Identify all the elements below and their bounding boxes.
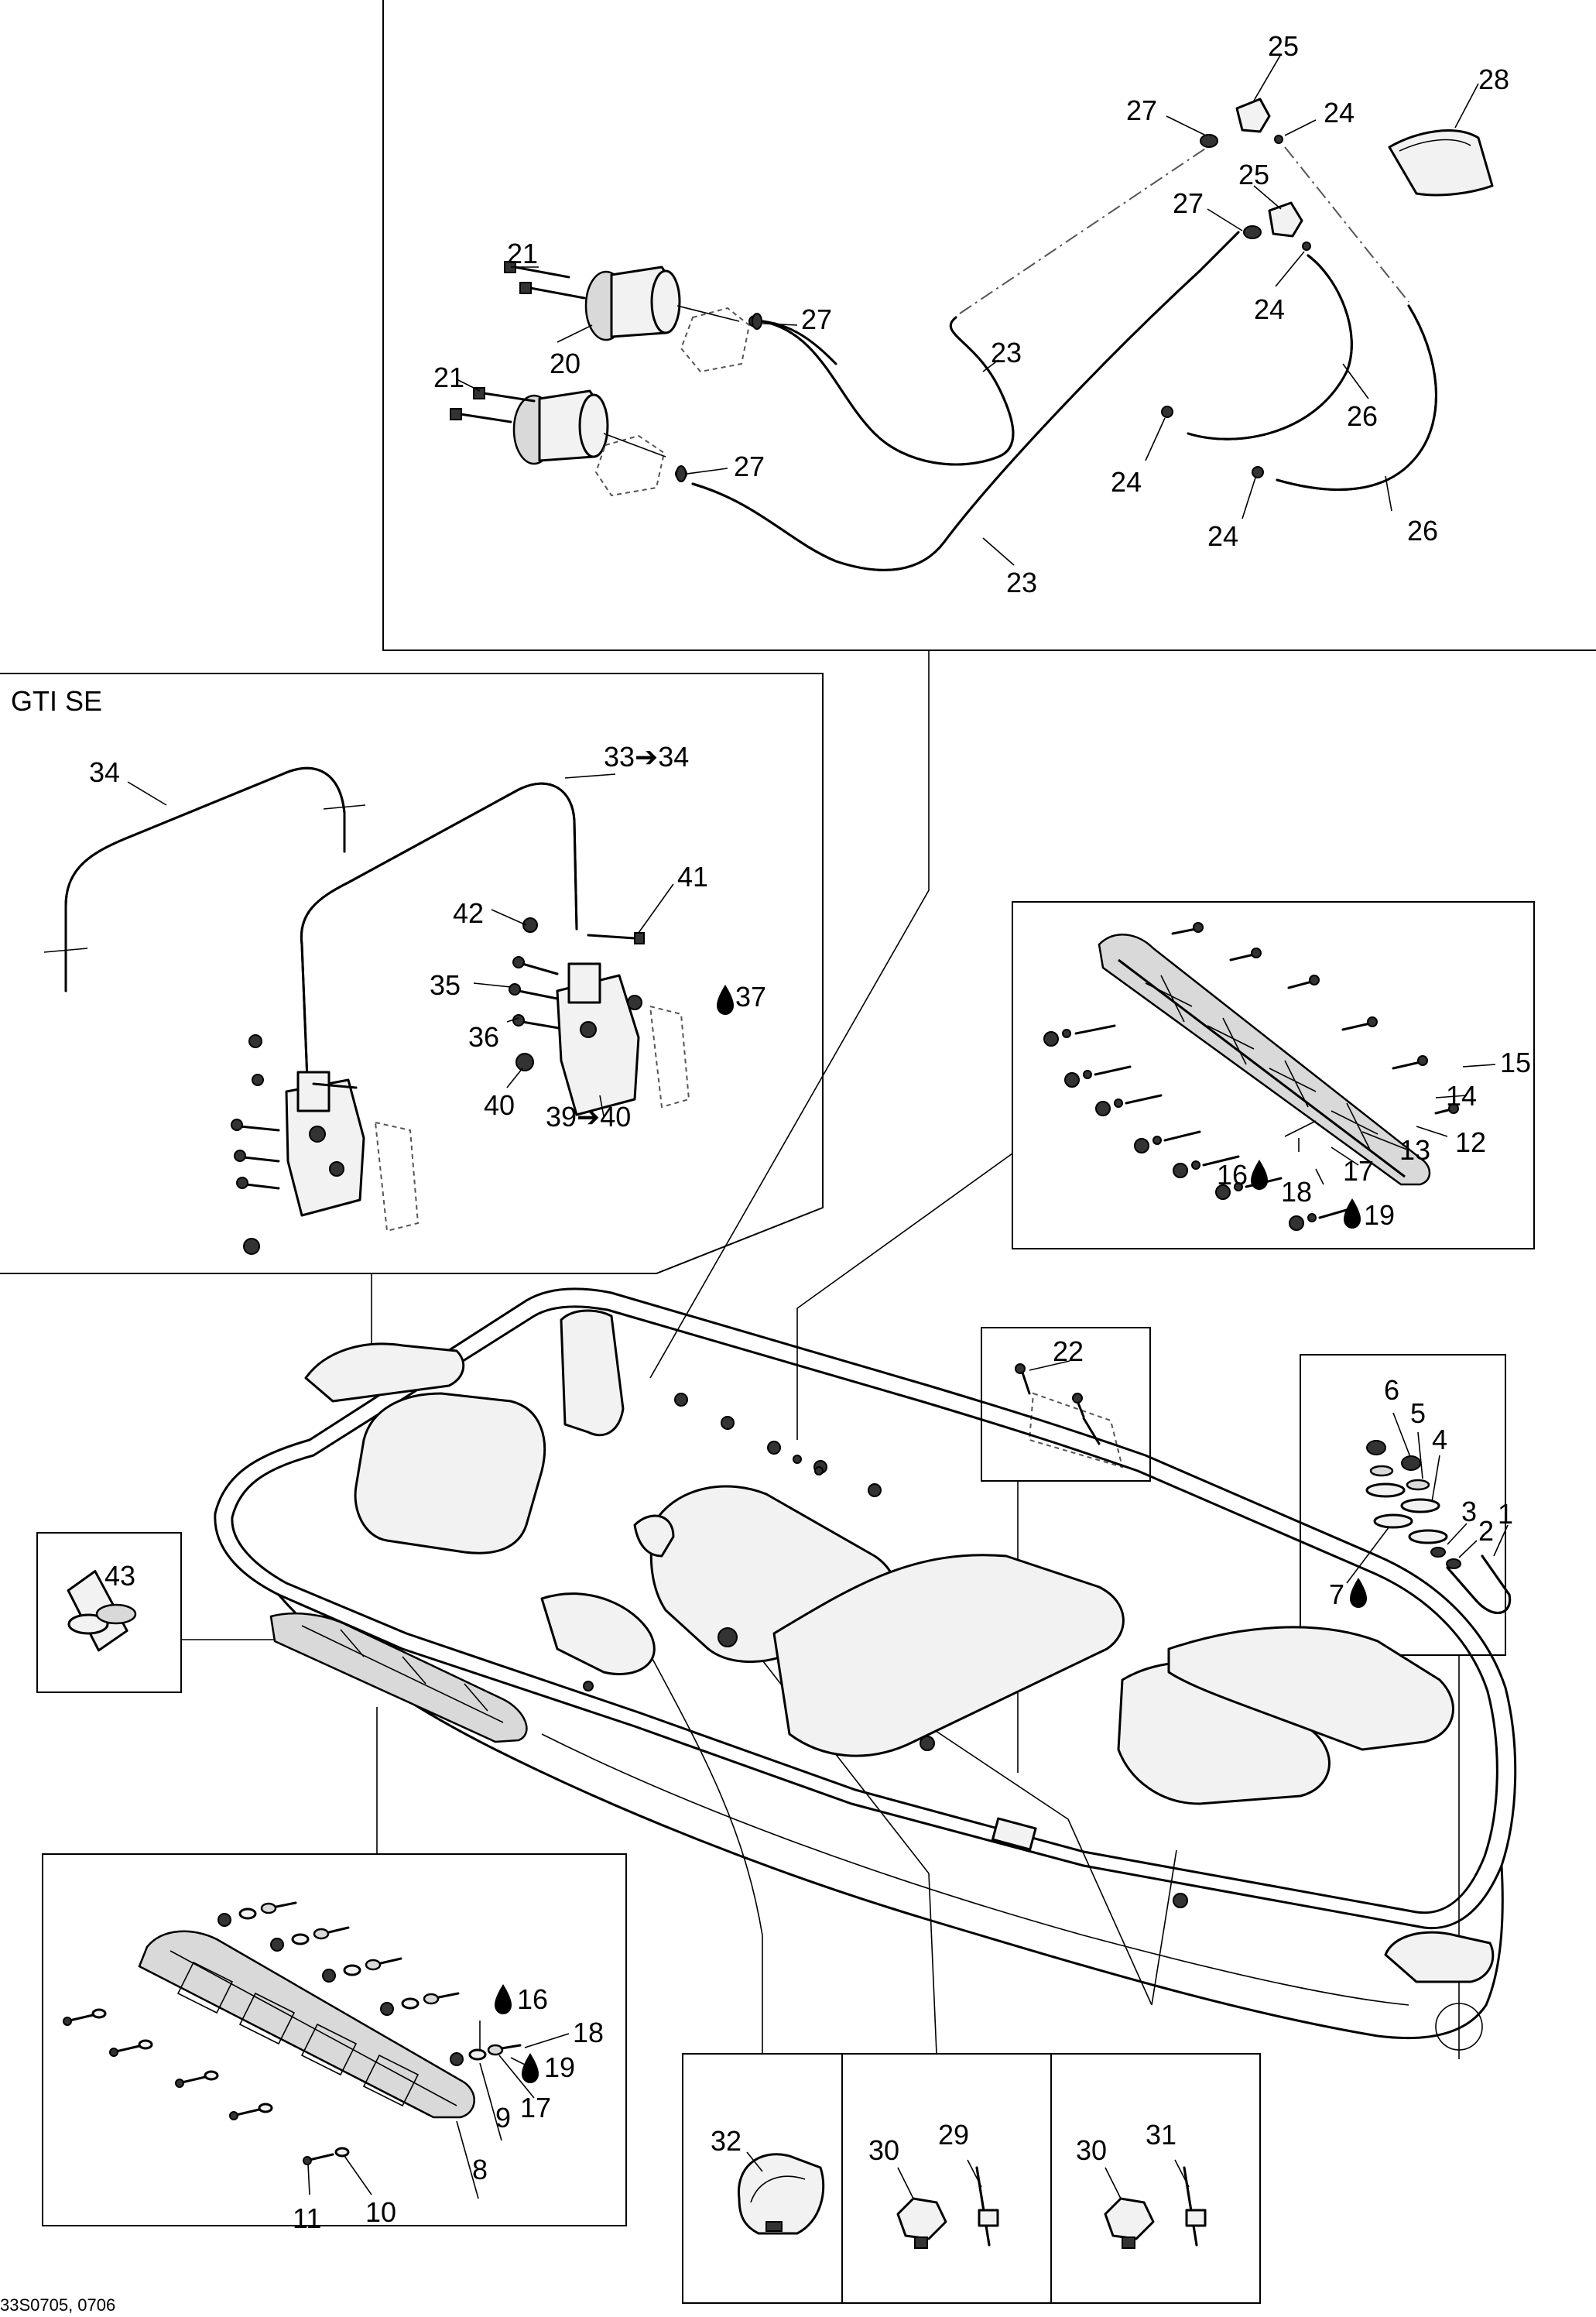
label-39: 39➔40 (546, 1101, 631, 1133)
label-30: 30 (868, 2134, 899, 2166)
label-16: 16 (517, 1983, 548, 2015)
label-33: 33➔34 (604, 741, 689, 773)
label-36: 36 (468, 1021, 499, 1053)
label-29: 29 (938, 2119, 969, 2151)
label-32: 32 (711, 2125, 741, 2157)
label-31: 31 (1146, 2119, 1176, 2151)
drop-icon (522, 2053, 539, 2083)
label-21: 21 (433, 362, 464, 393)
label-30: 30 (1076, 2134, 1107, 2166)
fuel-pump-lower (512, 389, 687, 497)
label-1: 1 (1498, 1498, 1513, 1530)
variant-title: GTI SE (11, 685, 102, 717)
label-41: 41 (677, 861, 708, 893)
label-43: 43 (104, 1560, 135, 1592)
u-bolt-frame (1300, 1354, 1506, 1656)
label-10: 10 (365, 2196, 396, 2228)
part-43-frame (36, 1532, 182, 1693)
footrest-nuts (217, 1901, 522, 2066)
u-bolt-assembly (1346, 1412, 1512, 1614)
label-42: 42 (453, 897, 484, 929)
footrest-screws (63, 2008, 350, 2165)
label-37: 37 (735, 981, 766, 1013)
rear-grab-handle (1043, 922, 1496, 1231)
drop-icon (1344, 1198, 1361, 1229)
fastener-22-frame (981, 1327, 1151, 1482)
watercraft-hull (214, 1287, 1517, 2051)
label-26: 26 (1347, 400, 1378, 432)
drop-icon (1251, 1160, 1268, 1190)
cover-28 (1388, 129, 1494, 197)
label-25: 25 (1268, 30, 1299, 62)
label-19: 19 (1364, 1199, 1395, 1231)
label-2: 2 (1478, 1515, 1494, 1547)
footrest-frame (42, 1853, 627, 2226)
label-17: 17 (520, 2092, 551, 2123)
label-24: 24 (1324, 97, 1355, 129)
grab-handle-bolts (1171, 922, 1459, 1115)
fitting-25-lower (1268, 201, 1303, 238)
label-7: 7 (1329, 1578, 1344, 1610)
label-5: 5 (1410, 1397, 1426, 1429)
clips-frame (682, 2053, 1261, 2304)
grab-handle-frame (1012, 901, 1535, 1249)
label-8: 8 (472, 2154, 488, 2185)
footrest-assembly (63, 1901, 570, 2199)
fuel-hose-23-lower (691, 231, 1240, 571)
label-20: 20 (550, 348, 581, 379)
vent-hose-26-upper (1187, 254, 1353, 440)
label-13: 13 (1399, 1134, 1430, 1166)
label-34: 34 (89, 756, 120, 788)
label-3: 3 (1461, 1496, 1477, 1527)
callout-labels: GTI SE 25 28 27 24 25 27 21 24 27 20 23 … (0, 30, 1531, 2315)
label-28: 28 (1478, 63, 1509, 95)
clips-and-ties (737, 2151, 1207, 2249)
label-18: 18 (573, 2017, 604, 2048)
label-25: 25 (1238, 159, 1269, 190)
label-26: 26 (1407, 515, 1438, 547)
label-24: 24 (1207, 520, 1238, 552)
label-16: 16 (1217, 1159, 1248, 1191)
label-18: 18 (1281, 1176, 1312, 1208)
label-23: 23 (1006, 567, 1037, 598)
drop-icon (495, 1984, 512, 2014)
fuel-pump-upper (584, 266, 837, 373)
label-15: 15 (1500, 1047, 1531, 1078)
label-11: 11 (293, 2202, 321, 2234)
label-27: 27 (1126, 94, 1157, 126)
label-23: 23 (991, 337, 1022, 368)
screws-21 (450, 261, 586, 423)
label-9: 9 (495, 2102, 511, 2134)
label-35: 35 (430, 969, 461, 1001)
label-19: 19 (544, 2051, 575, 2083)
gti-se-handle-frame (0, 673, 824, 1274)
label-22: 22 (1053, 1335, 1084, 1367)
label-27: 27 (801, 303, 832, 335)
label-14: 14 (1446, 1080, 1477, 1112)
adhesive-drop-icons (495, 985, 1367, 2083)
label-27: 27 (1173, 187, 1204, 219)
label-40: 40 (484, 1089, 515, 1121)
label-4: 4 (1432, 1424, 1447, 1455)
drop-icon (717, 985, 734, 1015)
label-27: 27 (734, 451, 765, 482)
sleeve-43 (67, 1570, 137, 1652)
fitting-25-upper (1235, 98, 1271, 133)
gti-se-handle (43, 766, 690, 1255)
label-12: 12 (1455, 1126, 1486, 1158)
fuel-line-assembly (450, 53, 1494, 571)
grab-handle-nuts (1043, 1024, 1356, 1231)
fuel-lines-frame (382, 0, 1596, 651)
reference-code: 33S0705, 0706 (0, 2295, 115, 2315)
label-24: 24 (1254, 293, 1285, 325)
fastener-22 (1015, 1360, 1124, 1469)
drop-icon (1350, 1578, 1367, 1608)
label-17: 17 (1343, 1155, 1374, 1187)
label-24: 24 (1111, 466, 1142, 498)
label-6: 6 (1384, 1374, 1399, 1406)
label-21: 21 (507, 238, 538, 269)
